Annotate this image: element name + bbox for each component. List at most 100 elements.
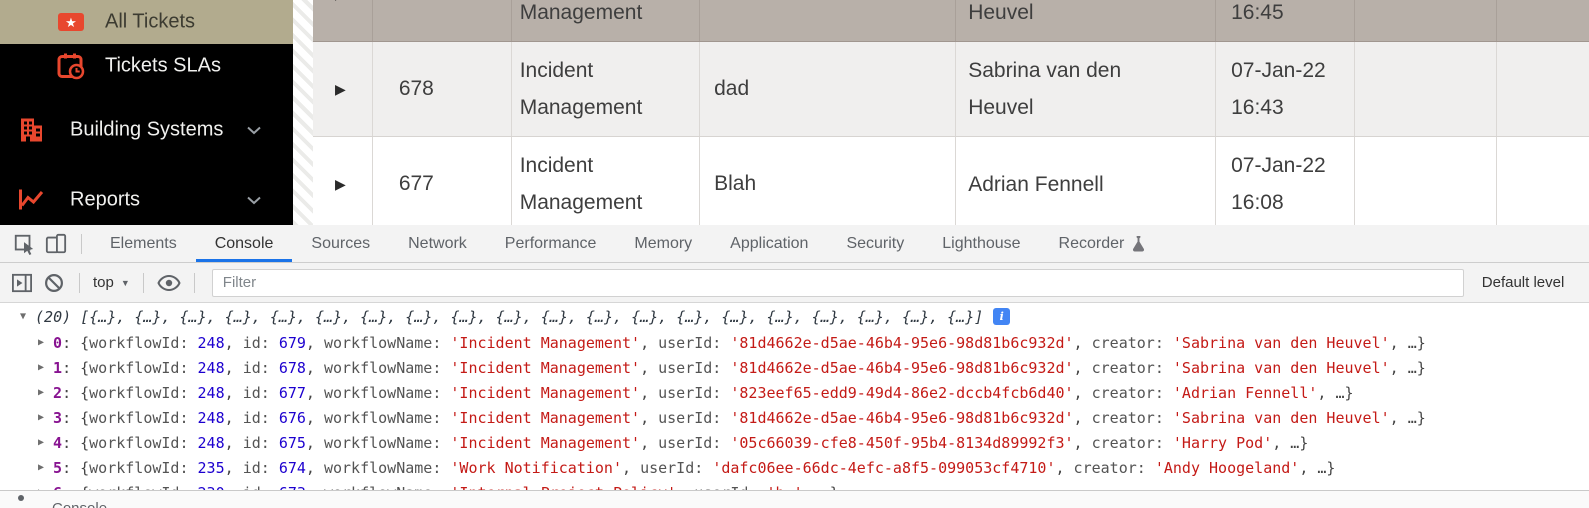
property-key: workflowId:	[89, 484, 197, 491]
console-entry-3: ▶3: {workflowId: 248, id: 676, workflowN…	[0, 405, 1589, 430]
sidebar-item-label: Tickets SLAs	[105, 54, 221, 77]
property-key: creator:	[1091, 358, 1173, 377]
punctuation: ,	[305, 383, 324, 402]
date-line: 07-Jan-22	[1231, 154, 1326, 177]
subject-cell: Blah	[700, 137, 957, 225]
punctuation: ,	[224, 333, 243, 352]
property-key: creator:	[1091, 333, 1173, 352]
property-value-number: 248	[197, 333, 225, 352]
tab-elements[interactable]: Elements	[91, 225, 196, 262]
device-toolbar-icon[interactable]	[40, 225, 72, 262]
property-value-string: 'Sabrina van den Heuvel'	[1172, 358, 1390, 377]
console-entries: ▶0: {workflowId: 248, id: 679, workflowN…	[0, 330, 1589, 491]
info-icon[interactable]: i	[993, 308, 1011, 325]
workflow-cell: Incident Management	[512, 137, 701, 225]
punctuation: : {	[62, 484, 89, 491]
tab-lighthouse[interactable]: Lighthouse	[923, 225, 1039, 262]
property-value-string: 'Internal Project Policy'	[450, 484, 676, 491]
punctuation: ,	[1055, 458, 1074, 477]
clear-console-icon[interactable]	[38, 264, 70, 301]
tab-sources[interactable]: Sources	[292, 225, 389, 262]
empty-cell	[1497, 137, 1589, 225]
property-key: workflowId:	[89, 408, 198, 427]
expand-icon[interactable]: ▶	[38, 362, 45, 373]
chevron-down-icon	[246, 119, 262, 142]
calendar-clock-icon	[57, 53, 86, 80]
creator-text: Sabrina van den Heuvel	[968, 1, 1034, 24]
tab-security[interactable]: Security	[827, 225, 923, 262]
empty-cell	[1355, 137, 1498, 225]
tickets-table: ▶679Incident ManagementladsfaSabrina van…	[313, 0, 1589, 225]
property-value-number: 248	[197, 358, 225, 377]
ellipsis: …}	[1317, 458, 1336, 477]
subject-cell: ladsfa	[700, 0, 957, 41]
sidebar-item-tickets-slas[interactable]: Tickets SLAs	[0, 44, 293, 88]
console-sidebar-toggle-icon[interactable]	[6, 264, 38, 301]
inspect-element-icon[interactable]	[8, 225, 40, 262]
array-preview: [{…}, {…}, {…}, {…}, {…}, {…}, {…}, {…},…	[80, 307, 984, 326]
tab-memory[interactable]: Memory	[615, 225, 711, 262]
property-value-string: 'Harry Pod'	[1172, 433, 1273, 452]
punctuation: ,	[1389, 358, 1408, 377]
array-index: 6	[53, 484, 62, 491]
tab-network[interactable]: Network	[389, 225, 486, 262]
punctuation: ,	[640, 433, 659, 452]
property-value-number: 678	[278, 358, 306, 377]
punctuation: ,	[305, 458, 324, 477]
expand-icon[interactable]: ▶	[38, 412, 45, 423]
live-expression-eye-icon[interactable]	[153, 264, 185, 301]
tab-label: Recorder	[1058, 235, 1125, 252]
filter-input[interactable]	[211, 268, 1464, 297]
property-key: id:	[242, 433, 279, 452]
row-expand-icon[interactable]: ▶	[335, 0, 346, 3]
property-value-number: 235	[197, 458, 225, 477]
property-value-string: 'dafc06ee-66dc-4efc-a8f5-099053cf4710'	[712, 458, 1056, 477]
property-key: userId:	[694, 484, 766, 491]
array-index: 2	[53, 383, 63, 402]
property-value-string: 'Sabrina van den Heuvel'	[1172, 333, 1390, 352]
row-expand-icon[interactable]: ▶	[335, 80, 346, 97]
chart-icon	[18, 189, 45, 212]
table-row-679[interactable]: ▶679Incident ManagementladsfaSabrina van…	[313, 0, 1589, 42]
tab-performance[interactable]: Performance	[486, 225, 616, 262]
property-value-number: 674	[278, 458, 306, 477]
creator-text: Adrian Fennell	[968, 172, 1104, 196]
expand-icon[interactable]: ▶	[38, 437, 45, 448]
punctuation: ,	[224, 383, 243, 402]
log-level-dropdown[interactable]: Default level	[1481, 274, 1565, 291]
tab-recorder[interactable]: Recorder	[1040, 225, 1166, 262]
property-value-number: 677	[278, 383, 306, 402]
property-key: creator:	[1091, 383, 1173, 402]
divider	[142, 272, 144, 293]
property-value-string: 'Incident Management'	[450, 408, 641, 427]
tab-console[interactable]: Console	[195, 225, 293, 262]
execution-context-selector[interactable]: top ▼	[93, 274, 130, 291]
property-key: userId:	[658, 333, 731, 352]
building-icon	[18, 117, 45, 144]
expand-icon[interactable]: ▶	[38, 487, 44, 490]
punctuation: ,	[305, 408, 324, 427]
sidebar-item-building-systems[interactable]: Building Systems	[0, 108, 293, 152]
punctuation: ,	[306, 484, 324, 491]
workflow-text: Incident Management	[519, 1, 643, 24]
punctuation: ,	[640, 333, 659, 352]
punctuation: : {	[62, 408, 90, 427]
property-value-string: 'Adrian Fennell'	[1172, 383, 1318, 402]
creator-cell: Sabrina van den Heuvel	[956, 42, 1217, 136]
sidebar-item-reports[interactable]: Reports	[0, 178, 293, 222]
array-index: 5	[53, 458, 63, 477]
property-value-number: 675	[278, 433, 306, 452]
sidebar-item-all-tickets[interactable]: ★All Tickets	[0, 0, 293, 44]
row-expand-icon[interactable]: ▶	[335, 175, 346, 192]
expand-icon[interactable]: ▶	[38, 462, 45, 473]
sidebar-item-label: All Tickets	[105, 10, 196, 33]
collapse-arrow-icon[interactable]: ▼	[20, 311, 27, 322]
expand-icon[interactable]: ▶	[38, 387, 45, 398]
expand-icon[interactable]: ▶	[38, 337, 45, 348]
tab-application[interactable]: Application	[711, 225, 827, 262]
workflow-text: Incident Management	[519, 59, 643, 119]
